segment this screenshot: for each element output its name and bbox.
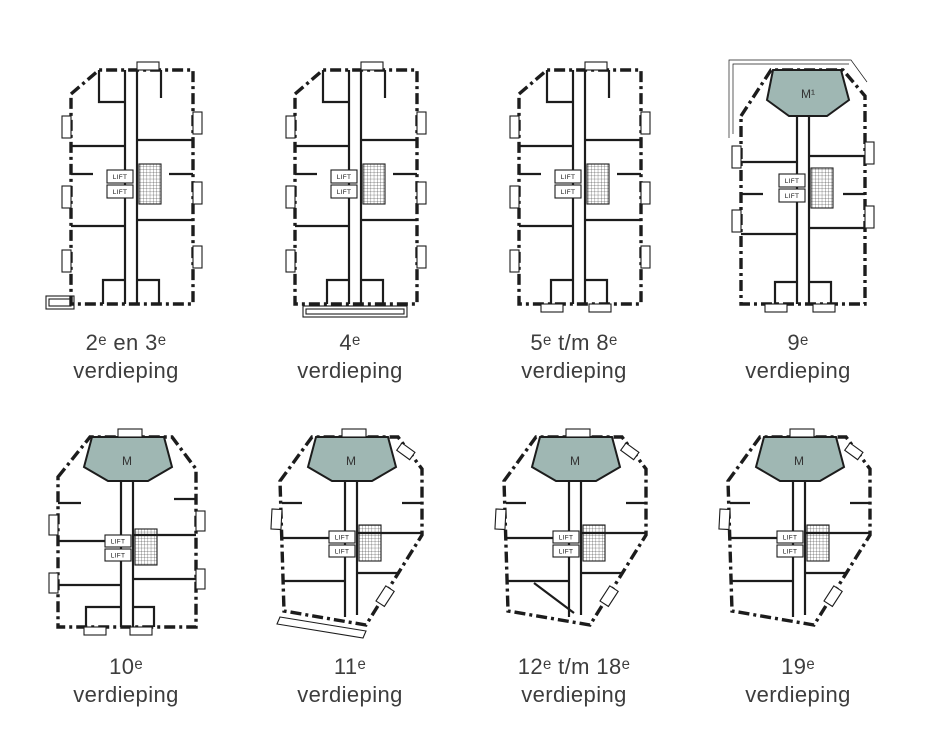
lift-label: LIFT bbox=[335, 535, 350, 542]
caption-line1: 19ᵉ bbox=[781, 654, 815, 680]
plan-cell-10e: M LIFT LIFT 10ᵉ verdieping bbox=[14, 423, 238, 709]
floorplan-10e: M LIFT LIFT bbox=[48, 428, 206, 636]
m-zone bbox=[530, 436, 622, 483]
lift-label: LIFT bbox=[785, 193, 800, 200]
lift-box bbox=[104, 534, 132, 548]
lift-box bbox=[776, 544, 804, 558]
plan-cell-5e-8e: LIFT LIFT 5ᵉ t/m 8ᵉ verdieping bbox=[462, 54, 686, 385]
caption-line2: verdieping bbox=[745, 358, 851, 384]
caption-line2: verdieping bbox=[297, 682, 403, 708]
lift-label: LIFT bbox=[335, 549, 350, 556]
caption-line1: 2ᵉ en 3ᵉ bbox=[85, 330, 167, 355]
caption-line1: 4ᵉ bbox=[339, 330, 361, 355]
plan-cell-2e-3e: LIFT LIFT 2ᵉ en 3ᵉ verdieping bbox=[14, 54, 238, 385]
lift-label: LIFT bbox=[111, 553, 126, 560]
lift-box bbox=[106, 169, 134, 184]
m-zone bbox=[82, 436, 174, 483]
plan-cell-9e: M¹ LIFT LIFT 9ᵉ verdieping bbox=[686, 54, 910, 385]
lift-label: LIFT bbox=[113, 174, 128, 181]
plan-cell-19e: M LIFT LIFT 19ᵉ verdieping bbox=[686, 423, 910, 709]
lift-box bbox=[776, 530, 804, 544]
lift-box bbox=[778, 188, 806, 203]
lift-label: LIFT bbox=[785, 178, 800, 185]
floorplan-5e-8e: LIFT LIFT bbox=[509, 61, 651, 313]
caption-line2: verdieping bbox=[73, 358, 179, 384]
floorplan-4e: LIFT LIFT bbox=[285, 61, 427, 318]
lift-box bbox=[106, 184, 134, 199]
floorplan-11e: M LIFT LIFT bbox=[270, 428, 424, 639]
outer-wall bbox=[56, 435, 198, 630]
m-zone-label: M bbox=[794, 454, 804, 468]
lift-label: LIFT bbox=[783, 549, 798, 556]
lift-label: LIFT bbox=[561, 189, 576, 196]
lift-label: LIFT bbox=[113, 189, 128, 196]
plan-caption: 9ᵉ verdieping bbox=[745, 329, 851, 385]
caption-line2: verdieping bbox=[521, 682, 627, 708]
lift-box bbox=[330, 169, 358, 184]
stairs bbox=[138, 163, 162, 205]
plan-caption: 19ᵉ verdieping bbox=[745, 653, 851, 709]
stairs bbox=[362, 163, 386, 205]
stairs bbox=[810, 167, 834, 209]
caption-line1: 9ᵉ bbox=[787, 330, 809, 355]
lift-box bbox=[328, 530, 356, 544]
lift-label: LIFT bbox=[559, 535, 574, 542]
lift-box bbox=[104, 548, 132, 562]
stairs bbox=[806, 524, 830, 562]
stairs bbox=[582, 524, 606, 562]
caption-line1: 11ᵉ bbox=[333, 654, 367, 680]
m-zone-label: M bbox=[122, 454, 132, 468]
plan-caption: 11ᵉ verdieping bbox=[297, 653, 403, 709]
plan-caption: 12ᵉ t/m 18ᵉ verdieping bbox=[518, 653, 630, 709]
plans-row-2: M LIFT LIFT 10ᵉ verdieping bbox=[14, 423, 936, 709]
plan-cell-11e: M LIFT LIFT 11ᵉ verdieping bbox=[238, 423, 462, 709]
caption-line2: verdieping bbox=[521, 358, 627, 384]
lift-box bbox=[778, 173, 806, 188]
plan-caption: 4ᵉ verdieping bbox=[297, 329, 403, 385]
stairs bbox=[134, 528, 158, 566]
plan-cell-12e-18e: M LIFT LIFT 12ᵉ t/m 18ᵉ verdieping bbox=[462, 423, 686, 709]
lift-label: LIFT bbox=[561, 174, 576, 181]
caption-line2: verdieping bbox=[73, 682, 179, 708]
m-zone bbox=[306, 436, 398, 483]
lift-label: LIFT bbox=[337, 174, 352, 181]
lift-box bbox=[554, 169, 582, 184]
plan-caption: 2ᵉ en 3ᵉ verdieping bbox=[73, 329, 179, 385]
plan-cell-4e: LIFT LIFT 4ᵉ verdieping bbox=[238, 54, 462, 385]
plans-row-1: LIFT LIFT 2ᵉ en 3ᵉ verdieping bbox=[14, 54, 936, 385]
balcony-outline bbox=[45, 295, 75, 310]
m-zone bbox=[765, 69, 851, 117]
caption-line1: 5ᵉ t/m 8ᵉ bbox=[530, 330, 618, 355]
caption-line1: 12ᵉ t/m 18ᵉ bbox=[517, 654, 631, 680]
stairs bbox=[586, 163, 610, 205]
lift-box bbox=[330, 184, 358, 199]
lift-label: LIFT bbox=[111, 539, 126, 546]
caption-line1: 10ᵉ bbox=[109, 654, 143, 680]
lift-box bbox=[328, 544, 356, 558]
lift-box bbox=[552, 530, 580, 544]
m-zone bbox=[754, 436, 846, 483]
lift-label: LIFT bbox=[559, 549, 574, 556]
lift-box bbox=[552, 544, 580, 558]
caption-line2: verdieping bbox=[297, 358, 403, 384]
lift-label: LIFT bbox=[783, 535, 798, 542]
m-zone-label: M¹ bbox=[801, 87, 815, 101]
floorplan-2e-3e: LIFT LIFT bbox=[45, 61, 203, 310]
floorplan-19e: M LIFT LIFT bbox=[718, 428, 872, 628]
floorplan-9e: M¹ LIFT LIFT bbox=[728, 59, 875, 313]
stairs bbox=[358, 524, 382, 562]
m-zone-label: M bbox=[346, 454, 356, 468]
outer-wall bbox=[739, 68, 867, 306]
roof-outline bbox=[728, 59, 868, 138]
balcony-outline bbox=[276, 616, 367, 639]
plan-caption: 10ᵉ verdieping bbox=[73, 653, 179, 709]
lift-box bbox=[554, 184, 582, 199]
lift-label: LIFT bbox=[337, 189, 352, 196]
balcony-outline bbox=[302, 305, 408, 318]
m-zone-label: M bbox=[570, 454, 580, 468]
caption-line2: verdieping bbox=[745, 682, 851, 708]
plan-caption: 5ᵉ t/m 8ᵉ verdieping bbox=[521, 329, 627, 385]
floorplan-12e-18e: M LIFT LIFT bbox=[494, 428, 648, 628]
